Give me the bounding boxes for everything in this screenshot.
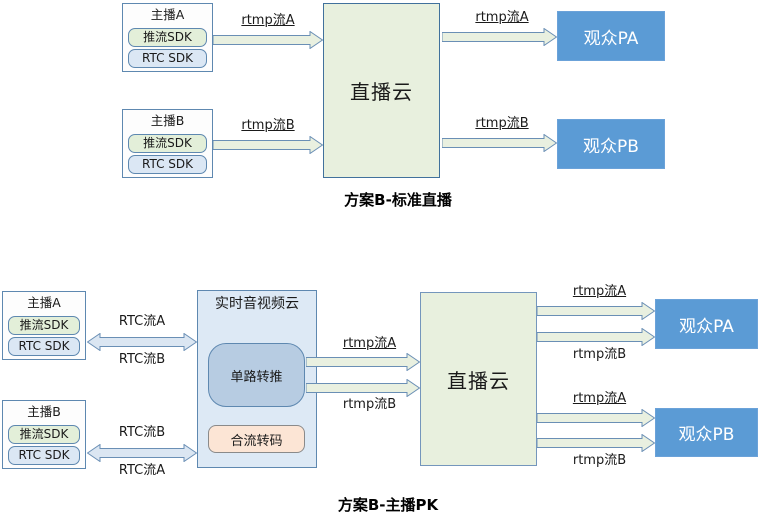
pk-flow-pb-b-label: rtmp流B — [572, 453, 627, 468]
std-flow-in-a-label: rtmp流A — [241, 13, 295, 28]
pk-audience-pa-label: 观众PA — [679, 316, 734, 337]
std-arrow-in-a — [213, 31, 323, 49]
pk-anchor-b-push-sdk-box: 推流SDK — [8, 425, 80, 444]
pk-flow-pa-a-label: rtmp流A — [572, 284, 627, 299]
std-live-cloud-label: 直播云 — [350, 80, 413, 104]
std-arrow-in-b — [213, 136, 323, 154]
pk-flow-rtc-b-top-label: RTC流B — [118, 352, 166, 367]
pk-audience-pa-box: 观众PA — [655, 299, 758, 349]
pk-anchor-a-rtc-sdk-box: RTC SDK — [8, 337, 80, 356]
pk-arrow-pb-b — [537, 434, 655, 452]
pk-live-cloud-label: 直播云 — [447, 368, 510, 393]
pk-arrow-pa-a — [537, 302, 655, 320]
std-arrow-out-a — [442, 28, 557, 46]
std-anchor-b-label: 主播B — [150, 113, 185, 128]
std-anchor-a-push-sdk-box: 推流SDK — [128, 28, 207, 47]
pk-arrow-rtc-bottom — [87, 444, 197, 462]
pk-flow-pb-a-label: rtmp流A — [572, 391, 627, 406]
pk-transcode-box: 合流转码 — [208, 425, 305, 453]
std-live-cloud-box: 直播云 — [323, 3, 440, 178]
std-arrow-out-b — [442, 134, 557, 152]
pk-audience-pb-label: 观众PB — [678, 425, 735, 445]
std-diagram-title: 方案B-标准直播 — [344, 191, 452, 209]
std-audience-pa-label: 观众PA — [583, 28, 639, 49]
pk-flow-rtc-a-bottom-label: RTC流A — [118, 463, 166, 478]
pk-flow-rtc-a-top-label: RTC流A — [118, 314, 166, 329]
pk-rtc-cloud-label: 实时音视频云 — [215, 296, 299, 312]
pk-flow-pa-b-label: rtmp流B — [572, 347, 627, 362]
pk-anchor-a-push-sdk-box: 推流SDK — [8, 316, 80, 335]
std-flow-in-b-label: rtmp流B — [241, 118, 295, 133]
std-anchor-a-label: 主播A — [150, 7, 185, 22]
pk-flow-mid-b-label: rtmp流B — [342, 397, 397, 412]
std-anchor-b-rtc-sdk-box: RTC SDK — [128, 155, 207, 174]
pk-anchor-b-rtc-sdk-box: RTC SDK — [8, 446, 80, 465]
std-anchor-b-push-sdk-box: 推流SDK — [128, 134, 207, 153]
pk-arrow-mid-b — [306, 379, 420, 397]
std-audience-pb-label: 观众PB — [583, 136, 639, 157]
pk-flow-rtc-b-bottom-label: RTC流B — [118, 425, 166, 440]
pk-anchor-b-box: 主播B 推流SDK RTC SDK — [2, 400, 86, 469]
pk-anchor-a-box: 主播A 推流SDK RTC SDK — [2, 291, 86, 360]
std-flow-out-b-label: rtmp流B — [475, 116, 529, 131]
pk-relay-label: 单路转推 — [230, 369, 283, 385]
pk-arrow-rtc-top — [87, 333, 197, 351]
std-audience-pa-box: 观众PA — [557, 11, 665, 61]
pk-rtc-cloud-box: 实时音视频云 单路转推 合流转码 — [197, 290, 317, 468]
pk-live-cloud-box: 直播云 — [420, 292, 537, 466]
pk-arrow-pb-a — [537, 409, 655, 427]
pk-relay-box: 单路转推 — [208, 343, 305, 407]
std-anchor-a-rtc-sdk-box: RTC SDK — [128, 49, 207, 68]
pk-transcode-label: 合流转码 — [230, 433, 283, 449]
pk-arrow-pa-b — [537, 328, 655, 346]
pk-diagram-title: 方案B-主播PK — [337, 496, 439, 514]
pk-audience-pb-box: 观众PB — [655, 408, 758, 457]
pk-anchor-a-label: 主播A — [27, 295, 61, 310]
pk-arrow-mid-a — [306, 353, 420, 371]
std-audience-pb-box: 观众PB — [557, 119, 665, 169]
pk-flow-mid-a-label: rtmp流A — [342, 336, 397, 351]
std-anchor-a-box: 主播A 推流SDK RTC SDK — [122, 3, 213, 72]
std-flow-out-a-label: rtmp流A — [475, 10, 529, 25]
pk-anchor-b-label: 主播B — [27, 404, 61, 419]
std-anchor-b-box: 主播B 推流SDK RTC SDK — [122, 109, 213, 178]
